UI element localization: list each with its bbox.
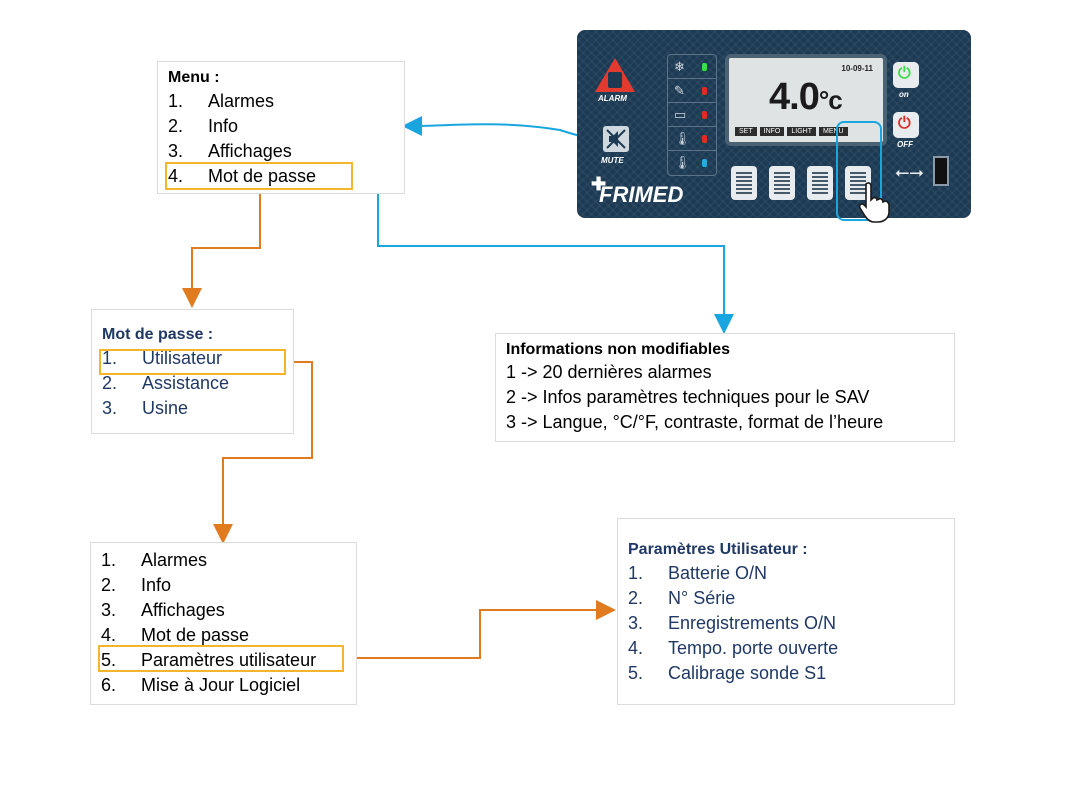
snowflake-icon: ❄ — [674, 59, 685, 74]
menu-button-selection — [836, 121, 882, 221]
tab-info[interactable]: INFO — [759, 127, 785, 136]
user-menu-list: 1.Alarmes 2.Info 3.Affichages 4.Mot de p… — [101, 548, 316, 698]
brand-cross-icon: ✚ — [591, 174, 607, 194]
brand-logo: FRIMED — [599, 182, 684, 207]
password-box-title: Mot de passe : — [102, 326, 214, 343]
usb-port[interactable] — [933, 156, 949, 186]
on-label: on — [899, 90, 909, 99]
led-indicator — [702, 111, 707, 119]
list-item: 1.Batterie O/N — [628, 563, 768, 583]
list-item: 3.Usine — [102, 398, 189, 418]
battery-icon: ▭ — [674, 107, 687, 122]
list-item: 2.Assistance — [102, 373, 230, 393]
menu-box: Menu : 1.Alarmes 2.Info 3.Affichages 4.M… — [157, 61, 405, 194]
screen-tabs: SET INFO LIGHT MENU — [735, 127, 848, 136]
mute-label: MUTE — [601, 156, 624, 165]
power-on-icon: ⏻ — [898, 65, 911, 82]
list-item: 1.Alarmes — [101, 550, 208, 570]
info-box: Informations non modifiables 1 -> 20 der… — [495, 333, 955, 442]
soft-button-light[interactable] — [807, 166, 833, 200]
user-params-list: 1.Batterie O/N 2.N° Série 3.Enregistreme… — [628, 561, 838, 686]
list-item: 4.Tempo. porte ouverte — [628, 638, 839, 658]
led-row: ▭ — [668, 103, 716, 127]
screen-date: 10-09-11 — [841, 64, 873, 73]
soft-button-set[interactable] — [731, 166, 757, 200]
list-item: 4.Mot de passe — [168, 166, 317, 186]
power-off-icon: ⏻ — [898, 115, 911, 132]
info-line: 3 -> Langue, °C/°F, contraste, format de… — [506, 412, 884, 432]
usb-icon: ⭠⭢ — [895, 162, 924, 182]
arrow-password-to-user-menu — [213, 361, 313, 544]
tab-menu[interactable]: MENU — [818, 127, 848, 136]
off-label: OFF — [897, 140, 913, 149]
highlight-parametres-utilisateur — [98, 645, 344, 672]
list-item: 1.Utilisateur — [102, 348, 223, 368]
thermometer-icon: 🌡 — [674, 131, 691, 146]
led-indicator — [702, 135, 707, 143]
led-indicator — [702, 87, 707, 95]
tab-set[interactable]: SET — [735, 127, 757, 136]
led-row: ✎ — [668, 79, 716, 103]
thermometer-icon: 🌡 — [674, 155, 691, 170]
info-line: 2 -> Infos paramètres techniques pour le… — [506, 387, 870, 407]
highlight-mot-de-passe — [165, 162, 353, 190]
lcd-screen: 10-09-11 4.0°c SET INFO LIGHT MENU — [725, 54, 887, 146]
list-item: 5.Calibrage sonde S1 — [628, 663, 827, 683]
password-box-list: 1.Utilisateur 2.Assistance 3.Usine — [102, 346, 229, 421]
menu-box-list: 1.Alarmes 2.Info 3.Affichages 4.Mot de p… — [168, 89, 316, 189]
screen-temperature: 4.0°c — [769, 76, 843, 118]
led-row: 🌡 — [668, 127, 716, 151]
pointing-hand-icon — [858, 182, 890, 223]
on-button[interactable]: ⏻ — [893, 62, 919, 88]
list-item: 2.Info — [101, 575, 172, 595]
arrow-user-menu-to-params — [344, 600, 616, 659]
alarm-label: ALARM — [598, 94, 627, 103]
user-params-title: Paramètres Utilisateur : — [628, 541, 808, 558]
info-line: 1 -> 20 dernières alarmes — [506, 362, 712, 382]
mute-icon[interactable] — [603, 126, 629, 152]
password-box: Mot de passe : 1.Utilisateur 2.Assistanc… — [91, 309, 294, 434]
led-row: ❄ — [668, 55, 716, 79]
led-indicator — [702, 159, 707, 167]
led-row: 🌡 — [668, 151, 716, 175]
list-item: 2.Info — [168, 116, 239, 136]
tab-light[interactable]: LIGHT — [787, 127, 816, 136]
list-item: 3.Enregistrements O/N — [628, 613, 837, 633]
user-menu-box: 1.Alarmes 2.Info 3.Affichages 4.Mot de p… — [90, 542, 357, 705]
controller-panel: ALARM MUTE ✚ FRIMED ❄ ✎ ▭ 🌡 🌡 — [577, 30, 971, 218]
off-button[interactable]: ⏻ — [893, 112, 919, 138]
status-led-column: ❄ ✎ ▭ 🌡 🌡 — [667, 54, 717, 176]
list-item: 3.Affichages — [168, 141, 292, 161]
soft-button-menu[interactable] — [845, 166, 871, 200]
list-item: 6.Mise à Jour Logiciel — [101, 675, 301, 695]
defrost-icon: ✎ — [674, 83, 685, 98]
arrow-menu-to-password — [182, 190, 261, 308]
user-params-box: Paramètres Utilisateur : 1.Batterie O/N … — [617, 518, 955, 705]
led-indicator — [702, 63, 707, 71]
info-box-title: Informations non modifiables — [506, 341, 731, 358]
menu-box-title: Menu : — [168, 69, 220, 86]
list-item: 5.Paramètres utilisateur — [101, 650, 317, 670]
list-item: 1.Alarmes — [168, 91, 275, 111]
list-item: 2.N° Série — [628, 588, 736, 608]
list-item: 4.Mot de passe — [101, 625, 250, 645]
highlight-utilisateur — [99, 349, 286, 375]
list-item: 3.Affichages — [101, 600, 225, 620]
soft-button-info[interactable] — [769, 166, 795, 200]
